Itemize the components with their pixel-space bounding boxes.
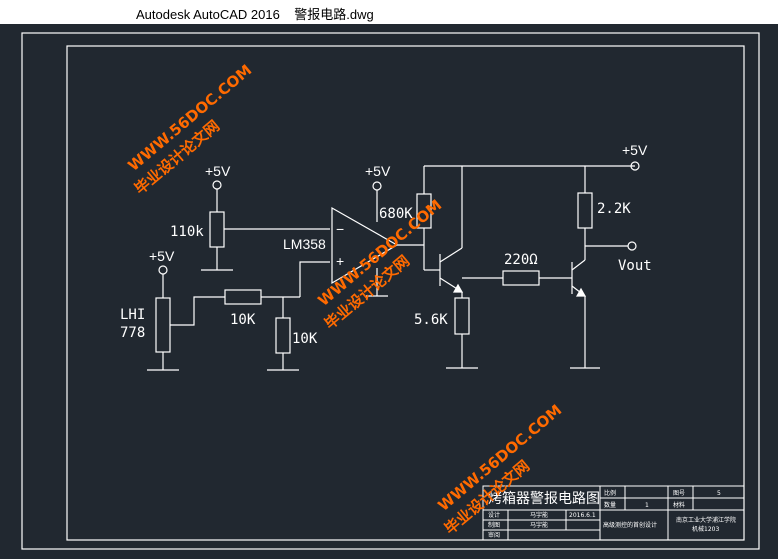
tb-school-1: 南京工业大学浦江学院 [676,516,736,524]
terminal-5v-a [212,180,222,190]
terminal-5v-d [630,161,640,171]
label-10k-series: 10K [230,312,256,328]
title-bar: Autodesk AutoCAD 2016 警报电路.dwg [0,0,778,24]
tb-sheet-label: 图号 [673,490,685,497]
tb-sheet-value: 5 [717,490,721,497]
label-5v-c: +5V [149,248,175,264]
window-title: Autodesk AutoCAD 2016 警报电路.dwg [136,7,374,22]
resistor-5.6k[interactable] [454,297,470,335]
watermark-1: 毕业设计论文网 WWW.56DOC.COM [125,61,256,198]
watermark-3: 毕业设计论文网 WWW.56DOC.COM [435,401,566,538]
resistor-220[interactable] [502,270,540,286]
tb-design-date: 2016.6.1 [569,512,596,519]
schematic-drawing[interactable]: +5V +5V +5V +5V LM358 − + 110k 10K 10K 6… [0,24,778,559]
tb-review-label: 审阅 [488,531,500,539]
label-ldr-2: 778 [120,325,145,341]
tb-school-2: 机械1203 [692,525,719,533]
label-5.6k: 5.6K [414,312,448,328]
label-220: 220Ω [504,252,538,268]
tb-qty-label: 数量 [604,501,616,509]
label-5v-a: +5V [205,163,231,179]
label-680k: 680K [379,206,413,222]
tb-design-name: 马宇能 [530,511,548,519]
label-110k: 110k [170,224,204,240]
label-opamp-minus: − [336,221,344,237]
tb-draw-name: 马宇能 [530,521,548,529]
title-block-drawing-title: 烤箱器警报电路图 [488,490,600,506]
label-vout: Vout [618,258,652,274]
tb-design-label: 设计 [488,511,500,519]
tb-course: 高级测控的首创设计 [603,521,657,529]
label-5v-b: +5V [365,163,391,179]
tb-draw-label: 制图 [488,521,500,529]
resistor-110k[interactable] [209,211,225,248]
title-block[interactable] [482,485,745,541]
tb-material-label: 材料 [673,501,685,509]
tb-qty-value: 1 [645,502,649,509]
label-lm358: LM358 [283,236,326,252]
resistor-2.2k[interactable] [577,192,593,229]
drawing-canvas[interactable]: +5V +5V +5V +5V LM358 − + 110k 10K 10K 6… [0,24,778,559]
label-ldr-1: LHI [120,307,145,323]
label-5v-d: +5V [622,142,648,158]
tb-ratio-label: 比例 [604,489,616,497]
outer-border [21,32,760,550]
ldr-sensor[interactable] [155,297,171,353]
label-2.2k: 2.2K [597,201,631,217]
label-opamp-plus: + [336,253,344,269]
terminal-vout[interactable] [627,241,637,251]
inner-border [66,45,745,541]
resistor-10k-ground[interactable] [275,317,291,354]
terminal-5v-c [158,265,168,275]
resistor-10k-series[interactable] [224,289,262,305]
opamp-lm358[interactable] [331,206,399,285]
terminal-5v-b [372,181,382,191]
label-10k-ground: 10K [292,331,318,347]
